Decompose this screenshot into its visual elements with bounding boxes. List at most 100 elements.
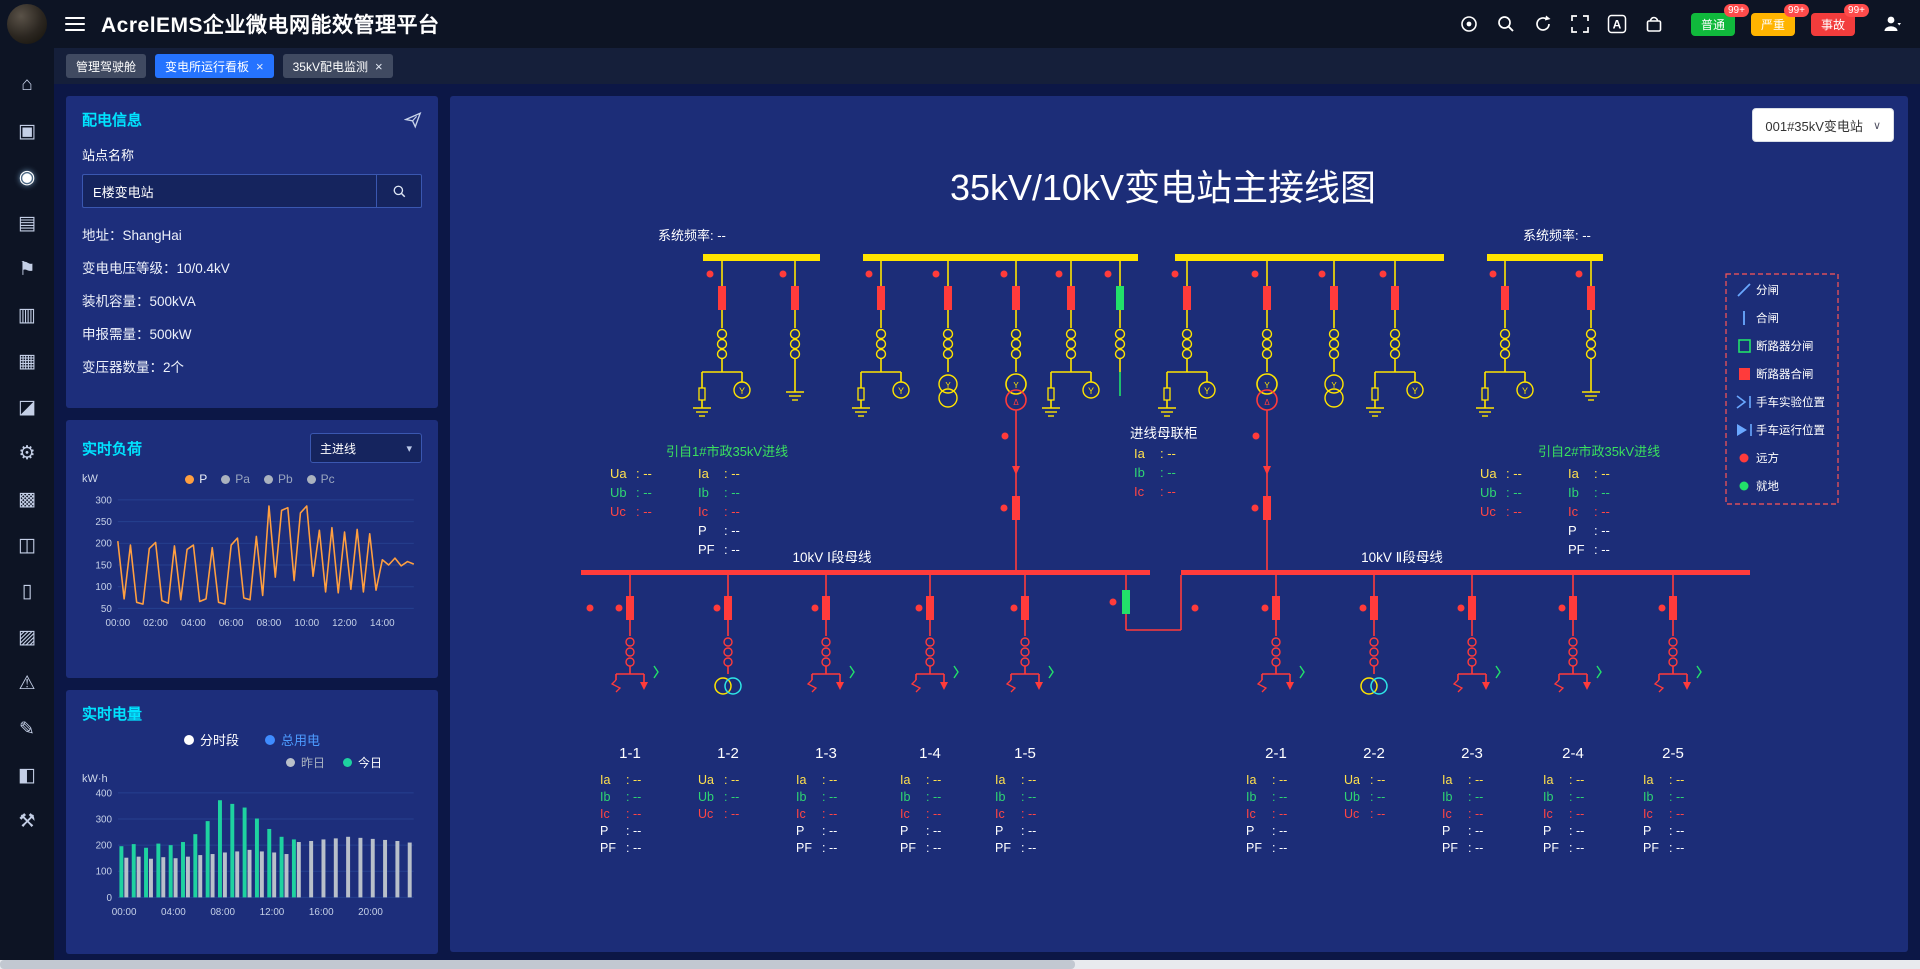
sidebar-keyboard-icon[interactable]: ▨ bbox=[18, 626, 36, 648]
sidebar-file-icon[interactable]: ▯ bbox=[21, 580, 33, 602]
svg-text:: --: : -- bbox=[636, 504, 652, 519]
svg-text:: --: : -- bbox=[1569, 773, 1584, 787]
load-legend-item-Pa[interactable]: Pa bbox=[221, 472, 250, 486]
station-field: 装机容量：500kVA bbox=[82, 294, 196, 309]
diagram-legend-breaker-closed: 断路器合闸 bbox=[1756, 367, 1814, 381]
svg-text:Ib: Ib bbox=[1543, 790, 1553, 804]
badge-count: 99+ bbox=[1844, 3, 1869, 17]
svg-text:: --: : -- bbox=[724, 790, 739, 804]
svg-text:100: 100 bbox=[96, 867, 113, 878]
load-legend-item-Pb[interactable]: Pb bbox=[263, 472, 293, 486]
svg-text:04:00: 04:00 bbox=[181, 618, 206, 629]
energy-mode-总用电[interactable]: 总用电 bbox=[265, 730, 320, 749]
feeder-label-2-2: 2-2 bbox=[1363, 745, 1385, 762]
translate-icon[interactable]: A bbox=[1607, 14, 1627, 34]
svg-text:Ib: Ib bbox=[1442, 790, 1452, 804]
svg-text:: --: : -- bbox=[724, 504, 740, 519]
load-legend-item-P[interactable]: P bbox=[185, 472, 207, 486]
station-field: 申报需量：500kW bbox=[82, 327, 192, 342]
svg-text:Ia: Ia bbox=[698, 466, 710, 481]
sidebar-energy-icon[interactable]: ▦ bbox=[18, 350, 36, 372]
refresh-icon[interactable] bbox=[1533, 14, 1553, 34]
sidebar-edit-icon[interactable]: ✎ bbox=[19, 718, 35, 740]
sidebar-settings-icon[interactable]: ⚙ bbox=[18, 442, 36, 464]
station-selector[interactable]: 001#35kV变电站 ∨ bbox=[1752, 108, 1894, 142]
tab-close-icon[interactable]: × bbox=[374, 58, 383, 74]
load-line-selected: 主进线 bbox=[320, 441, 357, 456]
svg-text:Y: Y bbox=[1522, 386, 1528, 396]
energy-series-昨日[interactable]: 昨日 bbox=[285, 754, 325, 771]
svg-text:Ua: Ua bbox=[698, 773, 714, 787]
svg-text:Ub: Ub bbox=[1344, 790, 1360, 804]
sidebar-monitor-icon[interactable]: ▣ bbox=[18, 120, 36, 142]
svg-text:: --: : -- bbox=[1594, 504, 1610, 519]
svg-text:PF: PF bbox=[1568, 542, 1585, 557]
svg-text:Ub: Ub bbox=[610, 485, 627, 500]
user-avatar[interactable] bbox=[7, 4, 47, 44]
station-field: 变压器数量：2个 bbox=[82, 360, 185, 375]
svg-text:: --: : -- bbox=[926, 790, 941, 804]
svg-text:PF: PF bbox=[698, 542, 715, 557]
sidebar-grid-icon[interactable]: ▩ bbox=[18, 488, 36, 510]
svg-text:P: P bbox=[1543, 824, 1551, 838]
svg-text:Ic: Ic bbox=[995, 807, 1005, 821]
tab-label: 35kV配电监测 bbox=[292, 59, 368, 74]
fullscreen-icon[interactable] bbox=[1570, 14, 1590, 34]
site-search-button[interactable] bbox=[376, 174, 422, 208]
energy-series-今日[interactable]: 今日 bbox=[342, 754, 382, 771]
horizontal-scrollbar[interactable] bbox=[0, 960, 1920, 969]
station-info-panel: 配电信息 站点名称 地址：ShangHai变电电压等级：10/0.4kV装机容量… bbox=[66, 96, 438, 408]
svg-text:: --: : -- bbox=[1569, 824, 1584, 838]
energy-unit-label: kW·h bbox=[82, 773, 108, 785]
svg-text:P: P bbox=[995, 824, 1003, 838]
sidebar-tools-icon[interactable]: ⚒ bbox=[18, 810, 36, 832]
energy-mode-分时段[interactable]: 分时段 bbox=[183, 730, 239, 749]
site-search-input[interactable] bbox=[82, 174, 376, 208]
load-legend-item-Pc[interactable]: Pc bbox=[306, 472, 335, 486]
svg-text:系统频率: --: 系统频率: -- bbox=[658, 228, 726, 243]
svg-text:200: 200 bbox=[95, 539, 112, 550]
sidebar-trend-icon[interactable]: ◪ bbox=[18, 396, 36, 418]
svg-text:Ic: Ic bbox=[600, 807, 610, 821]
svg-text:35kV/10kV变电站主接线图: 35kV/10kV变电站主接线图 bbox=[950, 167, 1376, 208]
tab-2[interactable]: 变电所运行看板× bbox=[155, 54, 274, 78]
sidebar-bar-chart-icon[interactable]: ▥ bbox=[18, 304, 36, 326]
feeder-label-2-3: 2-3 bbox=[1461, 745, 1483, 762]
sidebar-device-icon[interactable]: ◫ bbox=[18, 534, 36, 556]
sidebar-report-icon[interactable]: ▤ bbox=[18, 212, 36, 234]
svg-text:Ib: Ib bbox=[995, 790, 1005, 804]
sidebar-alarm-icon[interactable]: ⚑ bbox=[18, 258, 36, 280]
sidebar-ledger-icon[interactable]: ◧ bbox=[18, 764, 36, 786]
svg-text:12:00: 12:00 bbox=[260, 907, 285, 918]
sidebar-alert-icon[interactable]: ⚠ bbox=[18, 672, 36, 694]
svg-text:: --: : -- bbox=[724, 807, 739, 821]
tab-close-icon[interactable]: × bbox=[256, 58, 264, 74]
sidebar-station-monitor-icon[interactable]: ◉ bbox=[18, 166, 36, 188]
search-icon[interactable] bbox=[1496, 14, 1516, 34]
send-icon[interactable] bbox=[404, 111, 422, 129]
svg-text:: --: : -- bbox=[926, 824, 941, 838]
svg-text:Ub: Ub bbox=[1480, 485, 1497, 500]
svg-text:P: P bbox=[698, 523, 707, 538]
tab-1[interactable]: 管理驾驶舱 bbox=[66, 54, 147, 78]
svg-text:: --: : -- bbox=[1506, 485, 1522, 500]
svg-text:12:00: 12:00 bbox=[332, 618, 357, 629]
load-unit-label: kW bbox=[82, 473, 98, 485]
scrollbar-thumb[interactable] bbox=[0, 960, 1076, 969]
load-line-selector[interactable]: 主进线 ▾ bbox=[310, 433, 422, 463]
gift-icon[interactable] bbox=[1644, 14, 1664, 34]
menu-toggle-icon[interactable] bbox=[65, 13, 85, 35]
tab-3[interactable]: 35kV配电监测 × bbox=[282, 54, 393, 78]
user-icon[interactable] bbox=[1882, 14, 1902, 34]
svg-text:: --: : -- bbox=[1506, 466, 1522, 481]
target-icon[interactable] bbox=[1459, 14, 1479, 34]
sidebar-home-icon[interactable]: ⌂ bbox=[21, 74, 33, 95]
energy-series-toggle: 昨日今日 bbox=[82, 754, 422, 771]
diagram-legend-cart-run: 手车运行位置 bbox=[1756, 423, 1825, 437]
